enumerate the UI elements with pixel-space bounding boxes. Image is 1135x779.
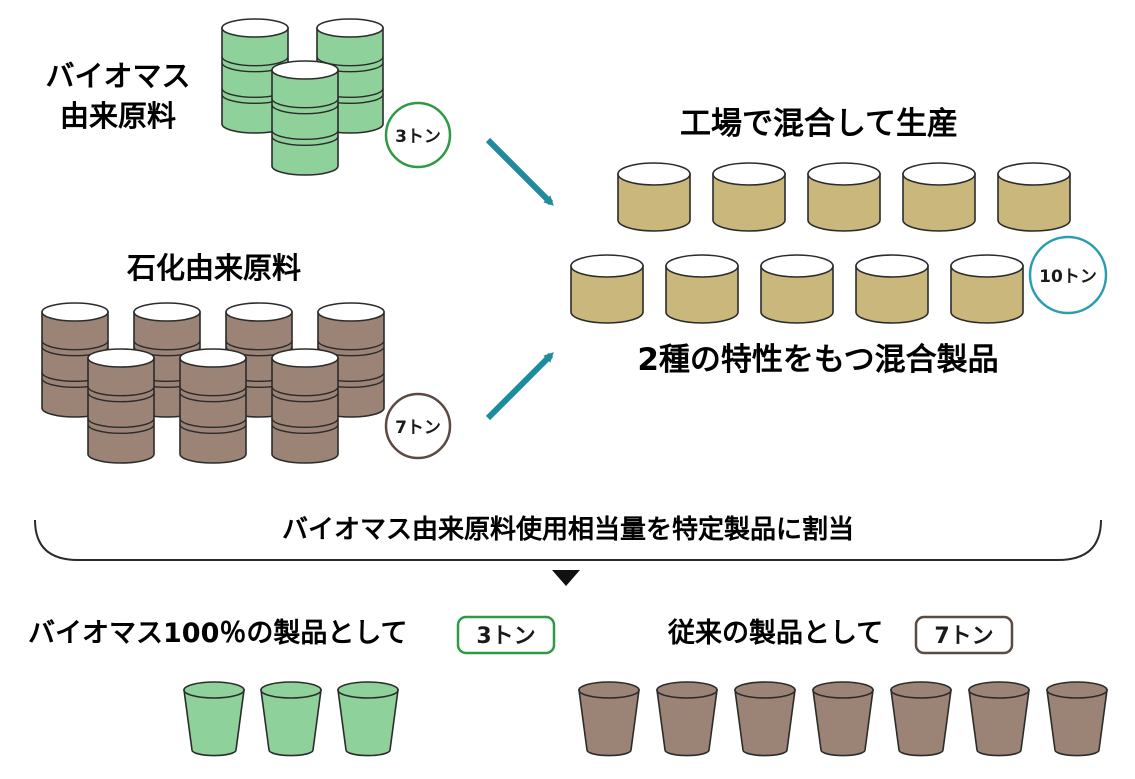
fossil-amount-badge: 7トン xyxy=(384,392,452,460)
fossil-drum xyxy=(271,348,339,464)
total-amount-circle xyxy=(1028,235,1108,315)
allocation-brace xyxy=(34,519,1102,561)
bio-drum xyxy=(271,60,339,176)
fossil-drums-group xyxy=(41,302,385,464)
bio-to-factory-arrow xyxy=(485,137,554,206)
mixed-product-can xyxy=(807,162,881,232)
bio-product-cup xyxy=(337,681,399,757)
bio-product-label: バイオマス100％の製品として xyxy=(28,618,408,649)
conventional-product-cup xyxy=(1046,681,1108,757)
conventional-product-label: 従来の製品として xyxy=(667,618,883,649)
bio-product-cup xyxy=(183,681,245,757)
fossil-drum xyxy=(179,348,247,464)
mixed-product-label: 2種の特性をもつ混合製品 xyxy=(637,342,998,378)
conventional-product-cup xyxy=(656,681,718,757)
bio-source-label-line2: 由来原料 xyxy=(60,99,176,133)
allocation-pointer-icon xyxy=(552,570,580,586)
total-amount-text: 10トン xyxy=(1039,267,1097,287)
bio-source-label-line1: バイオマス xyxy=(45,59,190,93)
conventional-product-cup xyxy=(578,681,640,757)
total-amount-badge: 10トン xyxy=(1028,235,1108,315)
bio-product-amount-text: 3トン xyxy=(476,624,535,649)
fossil-amount-text: 7トン xyxy=(395,418,441,438)
fossil-to-factory-arrow xyxy=(485,352,554,421)
mixed-product-can xyxy=(997,162,1071,232)
mixed-product-can xyxy=(855,254,929,324)
mixed-product-can xyxy=(617,162,691,232)
conventional-cups-group xyxy=(578,681,1108,757)
fossil-source-label: 石化由来原料 xyxy=(126,251,301,285)
factory-label: 工場で混合して生産 xyxy=(680,106,958,142)
mixed-product-can xyxy=(570,254,644,324)
bio-product-cup xyxy=(260,681,322,757)
bio-amount-badge: 3トン xyxy=(384,101,452,169)
conventional-product-cup xyxy=(968,681,1030,757)
conventional-product-cup xyxy=(890,681,952,757)
mixed-product-can xyxy=(665,254,739,324)
bio-amount-text: 3トン xyxy=(395,127,441,147)
conventional-product-amount-text: 7トン xyxy=(934,624,993,649)
conventional-product-amount-box xyxy=(914,615,1014,655)
allocation-label: バイオマス由来原料使用相当量を特定製品に割当 xyxy=(282,514,854,545)
mixed-cans-group xyxy=(570,162,1071,324)
mixed-product-can xyxy=(760,254,834,324)
bio-product-amount-box xyxy=(456,615,556,655)
bio-drums-group xyxy=(221,18,384,176)
bio-cups-group xyxy=(183,681,399,757)
bio-amount-circle xyxy=(384,101,452,169)
conventional-product-cup xyxy=(734,681,796,757)
fossil-drum xyxy=(87,348,155,464)
conventional-product-cup xyxy=(812,681,874,757)
mixed-product-can xyxy=(712,162,786,232)
mixed-product-can xyxy=(902,162,976,232)
mixed-product-can xyxy=(950,254,1024,324)
fossil-amount-circle xyxy=(384,392,452,460)
